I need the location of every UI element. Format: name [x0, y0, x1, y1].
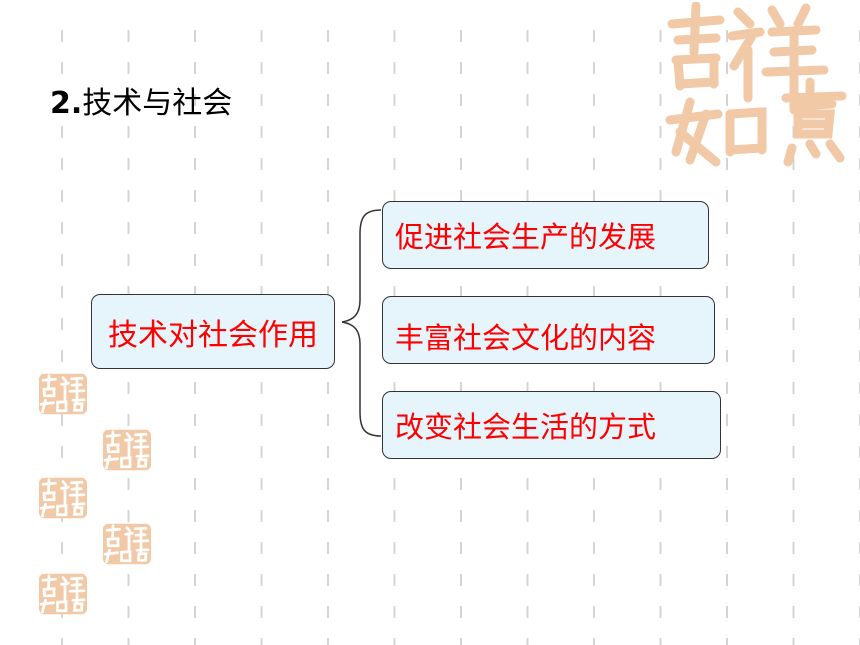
small-seal-icon — [39, 373, 87, 415]
small-seal-icon — [103, 429, 151, 471]
branch-node-lifestyle: 改变社会生活的方式 — [382, 391, 721, 459]
small-seal-icon — [103, 523, 151, 565]
branch-node-production: 促进社会生产的发展 — [382, 201, 709, 269]
branch-node-label: 促进社会生产的发展 — [395, 220, 657, 254]
root-node: 技术对社会作用 — [91, 294, 335, 369]
small-seal-icon — [39, 477, 87, 519]
small-seal-icon — [39, 573, 87, 615]
branch-node-label: 丰富社会文化的内容 — [395, 321, 657, 355]
branch-node-label: 改变社会生活的方式 — [395, 410, 657, 444]
root-node-label: 技术对社会作用 — [108, 317, 318, 353]
slide-title: 2.技术与社会 — [50, 78, 232, 122]
title-text: 技术与社会 — [82, 86, 233, 121]
title-number: 2. — [50, 86, 83, 121]
branch-node-culture: 丰富社会文化的内容 — [382, 296, 715, 364]
large-seal-watermark — [665, 2, 847, 167]
